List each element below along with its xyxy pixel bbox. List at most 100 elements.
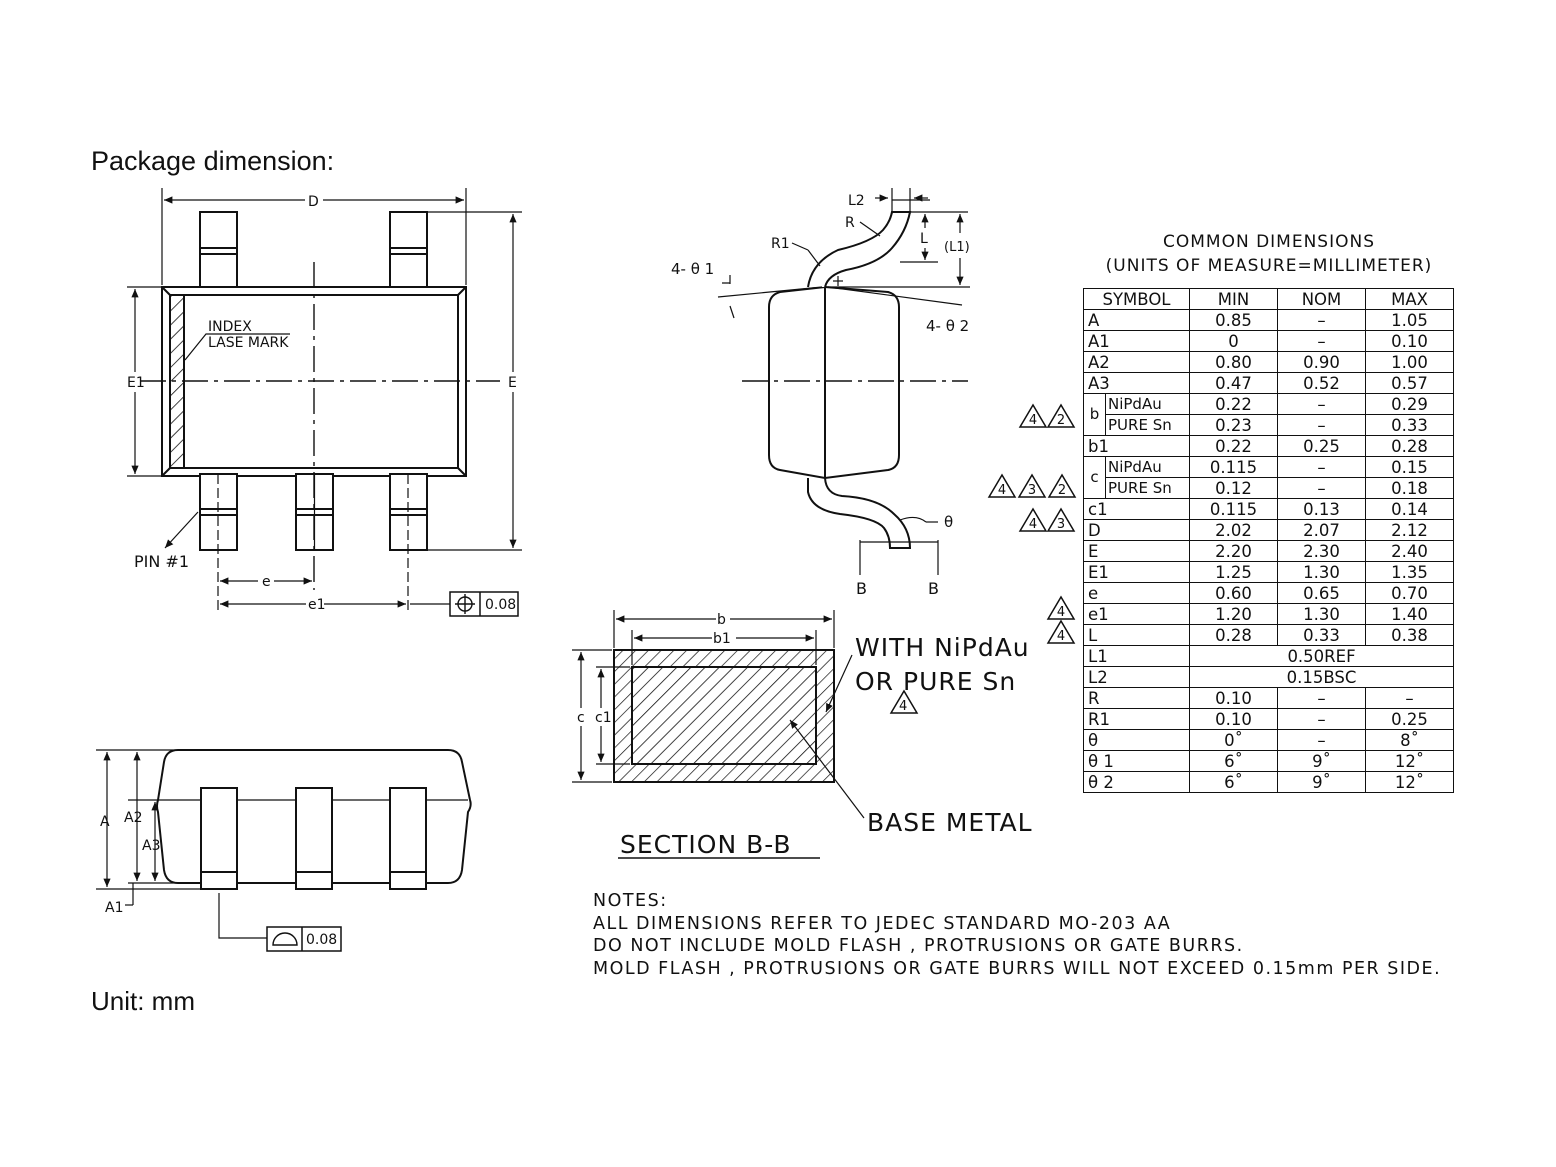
dim-e1-label: e1 bbox=[308, 597, 326, 613]
dim-L-label: L bbox=[920, 231, 928, 247]
cell-symbol: θ 2 bbox=[1083, 771, 1190, 793]
cell-max: 0.33 bbox=[1365, 414, 1454, 436]
cell-min: 2.02 bbox=[1189, 519, 1278, 541]
flag-c1-1: 4 bbox=[1029, 517, 1037, 532]
cell-nom: – bbox=[1277, 330, 1366, 352]
cell-max: 2.12 bbox=[1365, 519, 1454, 541]
side-view bbox=[96, 749, 472, 952]
flatness-tolerance-value: 0.08 bbox=[306, 932, 337, 948]
lead-profile-view bbox=[717, 188, 970, 575]
dim-D-label: D bbox=[308, 194, 319, 210]
cell-max: 0.38 bbox=[1365, 624, 1454, 646]
cell-min: 0.60 bbox=[1189, 582, 1278, 604]
cell-symbol: θ bbox=[1083, 729, 1190, 751]
dim-e-label: e bbox=[262, 574, 271, 590]
cell-nom: 0.90 bbox=[1277, 351, 1366, 373]
dim-c-label: c bbox=[577, 710, 585, 726]
cell-min: 0.12 bbox=[1189, 477, 1278, 499]
cell-max: 1.40 bbox=[1365, 603, 1454, 625]
theta-label: θ bbox=[944, 513, 953, 531]
theta1-label: 4- θ 1 bbox=[671, 260, 714, 278]
cell-symbol: A2 bbox=[1083, 351, 1190, 373]
cell-max: 0.25 bbox=[1365, 708, 1454, 730]
dim-L2-label: L2 bbox=[848, 193, 865, 209]
side-lead bbox=[389, 787, 427, 890]
note-flags bbox=[987, 403, 1077, 644]
dim-A1-label: A1 bbox=[105, 900, 123, 916]
note-line: ALL DIMENSIONS REFER TO JEDEC STANDARD M… bbox=[593, 913, 1172, 934]
cell-max: 0.29 bbox=[1365, 393, 1454, 415]
cell-max: 2.40 bbox=[1365, 540, 1454, 562]
cell-symbol: A1 bbox=[1083, 330, 1190, 352]
cell-min: 6˚ bbox=[1189, 750, 1278, 772]
cell-symbol: e bbox=[1083, 582, 1190, 604]
header-nom: NOM bbox=[1277, 288, 1366, 310]
cell-max: 1.00 bbox=[1365, 351, 1454, 373]
flag-c-2: 3 bbox=[1028, 483, 1036, 498]
cell-min: 0.115 bbox=[1189, 498, 1278, 520]
cell-nom: – bbox=[1277, 414, 1366, 436]
cell-min: 0.22 bbox=[1189, 393, 1278, 415]
dim-A3-label: A3 bbox=[142, 838, 160, 854]
theta2-label: 4- θ 2 bbox=[926, 317, 969, 335]
cell-max: 12˚ bbox=[1365, 771, 1454, 793]
cell-group-b: b bbox=[1083, 393, 1106, 436]
top-lead bbox=[389, 211, 428, 289]
table-header-row: SYMBOL MIN NOM MAX bbox=[1083, 288, 1454, 310]
cell-symbol: NiPdAu bbox=[1105, 393, 1190, 415]
dim-R-label: R bbox=[845, 215, 855, 231]
cell-min: 6˚ bbox=[1189, 771, 1278, 793]
cell-value: 0.15BSC bbox=[1189, 666, 1454, 688]
cell-min: 0 bbox=[1189, 330, 1278, 352]
cell-min: 0.115 bbox=[1189, 456, 1278, 478]
cell-max: – bbox=[1365, 687, 1454, 709]
cell-nom: – bbox=[1277, 477, 1366, 499]
cell-nom: – bbox=[1277, 729, 1366, 751]
cell-max: 1.05 bbox=[1365, 309, 1454, 331]
flag-c-3: 2 bbox=[1058, 483, 1066, 498]
plating-label-2: OR PURE Sn bbox=[855, 667, 1016, 696]
section-b-left-label: B bbox=[856, 579, 867, 598]
cell-max: 0.28 bbox=[1365, 435, 1454, 457]
common-dimensions-title-line1: COMMON DIMENSIONS bbox=[1162, 232, 1375, 252]
cell-symbol: PURE Sn bbox=[1105, 414, 1190, 436]
cell-min: 0.10 bbox=[1189, 687, 1278, 709]
cell-nom: – bbox=[1277, 687, 1366, 709]
cell-symbol: E bbox=[1083, 540, 1190, 562]
cell-symbol: A bbox=[1083, 309, 1190, 331]
cell-symbol: L bbox=[1083, 624, 1190, 646]
header-max: MAX bbox=[1365, 288, 1454, 310]
cell-min: 0.22 bbox=[1189, 435, 1278, 457]
cell-max: 1.35 bbox=[1365, 561, 1454, 583]
common-dimensions-title: COMMON DIMENSIONS (UNITS OF MEASURE=MILL… bbox=[1084, 230, 1454, 278]
dim-E1-label: E1 bbox=[127, 375, 145, 391]
side-lead bbox=[200, 787, 238, 890]
cell-min: 0.23 bbox=[1189, 414, 1278, 436]
top-view bbox=[127, 188, 522, 617]
cell-min: 0.80 bbox=[1189, 351, 1278, 373]
plating-note-flag: 4 bbox=[899, 699, 907, 714]
cell-group-c: c bbox=[1083, 456, 1106, 499]
cell-max: 12˚ bbox=[1365, 750, 1454, 772]
cell-symbol: c1 bbox=[1083, 498, 1190, 520]
cell-max: 0.15 bbox=[1365, 456, 1454, 478]
note-line: MOLD FLASH , PROTRUSIONS OR GATE BURRS W… bbox=[593, 958, 1442, 979]
cell-min: 2.20 bbox=[1189, 540, 1278, 562]
cell-nom: 1.30 bbox=[1277, 561, 1366, 583]
cell-max: 0.18 bbox=[1365, 477, 1454, 499]
flag-e1: 4 bbox=[1057, 629, 1065, 644]
section-bb-view bbox=[572, 610, 919, 859]
cell-min: 0.28 bbox=[1189, 624, 1278, 646]
cell-nom: 0.25 bbox=[1277, 435, 1366, 457]
